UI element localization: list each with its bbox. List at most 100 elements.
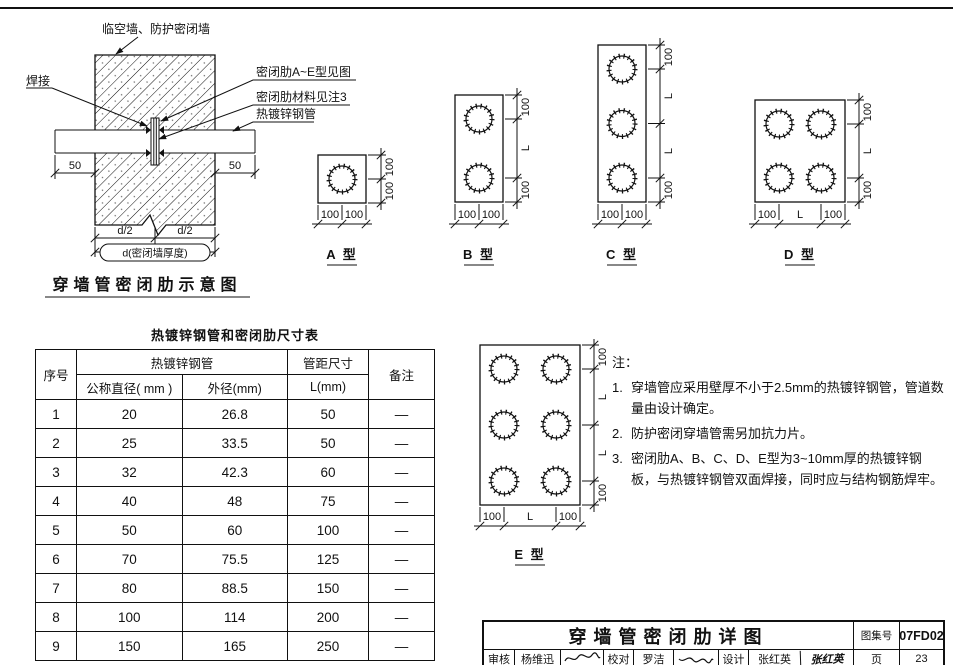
plate-type-d: 100 L 100 100 L 100 D 型 (749, 93, 874, 266)
dim-50-left: 50 (50, 155, 100, 179)
svg-text:100: 100 (824, 209, 842, 221)
wall-diagram-title: 穿墙管密闭肋示意图 (52, 275, 241, 294)
signature-scribble (564, 652, 601, 662)
weld-mark (146, 149, 151, 157)
dim-wall-thickness: d/2 d/2 d(密闭墙厚度) (90, 225, 220, 262)
svg-text:100: 100 (384, 158, 396, 176)
weld-mark (159, 126, 164, 134)
table-header-row: 公称直径( mm ) 外径(mm) L(mm) (36, 374, 435, 400)
svg-text:L: L (663, 93, 675, 99)
notes-title: 注： (612, 355, 639, 370)
dim-label: 50 (69, 160, 81, 172)
dim-right: 100 L 100 (505, 88, 532, 209)
proof-label: 校对 (603, 650, 633, 665)
weld-label: 焊接 (26, 73, 50, 88)
review-label: 审核 (488, 653, 510, 665)
svg-text:100: 100 (862, 103, 874, 121)
size-table-section: 热镀锌钢管和密闭肋尺寸表 序号 热镀锌钢管 管距尺寸 备注 公称直径( mm )… (35, 325, 435, 661)
plate-c-label: C 型 (606, 247, 638, 262)
title-block: 穿墙管密闭肋详图 图集号 07FD02 审核 杨维迅 校对 罗洁 设计 张红英 … (482, 620, 945, 665)
svg-text:100: 100 (458, 209, 476, 221)
svg-text:L: L (663, 148, 675, 154)
svg-text:L: L (797, 209, 803, 221)
plate-e-label: E 型 (514, 547, 545, 562)
design-label: 设计 (718, 650, 748, 665)
title-block-row-2: 审核 杨维迅 校对 罗洁 设计 张红英 张红英 页 23 (484, 649, 943, 665)
svg-text:100: 100 (321, 209, 339, 221)
proofreader-signature (673, 650, 718, 665)
svg-text:100: 100 (597, 484, 609, 502)
svg-text:L: L (597, 450, 609, 456)
svg-text:L: L (527, 511, 533, 523)
page-number: 23 (899, 650, 943, 665)
dim-right: 100 L L 100 (582, 339, 609, 512)
notes-section: 注： 1. 穿墙管应采用壁厚不小于2.5mm的热镀锌钢管，管道数量由设计确定。 … (612, 352, 944, 494)
col-header-l: L(mm) (287, 374, 369, 400)
col-header-pipe-group: 热镀锌钢管 (76, 349, 288, 375)
title-block-row-1: 穿墙管密闭肋详图 图集号 07FD02 (484, 622, 943, 649)
svg-text:100: 100 (520, 98, 532, 116)
svg-text:L: L (597, 394, 609, 400)
svg-text:100: 100 (625, 209, 643, 221)
svg-text:100: 100 (384, 182, 396, 200)
col-header-dn: 公称直径( mm ) (76, 374, 183, 400)
dim-bottom: 100 100 (449, 204, 509, 229)
dim-d-total-label: d(密闭墙厚度) (122, 247, 187, 260)
pipe-label: 热镀锌钢管 (256, 106, 316, 121)
table-header-row: 序号 热镀锌钢管 管距尺寸 备注 (35, 349, 435, 400)
plate-type-e: 100 L L 100 100 L 100 E 型 (474, 339, 609, 566)
svg-text:100: 100 (663, 181, 675, 199)
weld-mark (159, 149, 164, 157)
sheet-top-border (0, 7, 953, 9)
svg-text:100: 100 (559, 511, 577, 523)
col-header-spacing-group: 管距尺寸 (287, 349, 369, 375)
drawing-title: 穿墙管密闭肋详图 (568, 626, 769, 647)
plate-type-c: 100 L L 100 100 100 C 型 (592, 38, 675, 266)
dim-label: d/2 (117, 225, 132, 237)
dim-bottom: 100 L 100 (474, 507, 586, 531)
svg-text:100: 100 (482, 209, 500, 221)
atlas-number: 07FD02 (899, 622, 943, 649)
designer-signature: 张红英 (799, 649, 854, 665)
reviewer-signature (560, 650, 603, 665)
size-table-title: 热镀锌钢管和密闭肋尺寸表 (150, 328, 319, 343)
rib-material-label: 密闭肋材料见注3 (256, 89, 347, 104)
wall-label: 临空墙、防护密闭墙 (102, 21, 210, 36)
note-item: 1. 穿墙管应采用壁厚不小于2.5mm的热镀锌钢管，管道数量由设计确定。 (612, 380, 944, 416)
pipe-hole (329, 166, 355, 192)
wall-section-diagram: 临空墙、防护密闭墙 焊接 密闭肋A~E型见图 密闭肋材料见注3 热镀锌钢管 50… (26, 21, 356, 298)
designer-name: 张红英 (748, 650, 800, 665)
plate-type-b: 100 L 100 100 100 B 型 (449, 88, 532, 266)
svg-text:100: 100 (597, 348, 609, 366)
svg-text:100: 100 (483, 511, 501, 523)
col-header-remark: 备注 (368, 349, 435, 400)
dim-50-right: 50 (210, 155, 260, 179)
dim-right: 100 L 100 (847, 93, 874, 209)
col-header-od: 外径(mm) (181, 374, 288, 400)
svg-text:L: L (520, 145, 532, 151)
atlas-number-label: 图集号 (853, 622, 899, 649)
page-label: 页 (853, 650, 899, 665)
col-header-seq: 序号 (35, 349, 77, 400)
rib-type-label: 密闭肋A~E型见图 (256, 64, 351, 79)
note-item: 3. 密闭肋A、B、C、D、E型为3~10mm厚的热镀锌钢板，与热镀锌钢管双面焊… (612, 451, 944, 487)
plate-d-label: D 型 (784, 247, 816, 262)
plate-types-a-d-diagram: 100 100 100 100 A 型 100 L (312, 38, 874, 266)
weld-mark (146, 126, 151, 134)
svg-text:L: L (862, 148, 874, 154)
svg-text:100: 100 (520, 181, 532, 199)
dim-right: 100 L L 100 (648, 38, 675, 209)
proofreader-name: 罗洁 (633, 650, 673, 665)
svg-text:100: 100 (601, 209, 619, 221)
reviewer-name: 杨维迅 (514, 650, 560, 665)
